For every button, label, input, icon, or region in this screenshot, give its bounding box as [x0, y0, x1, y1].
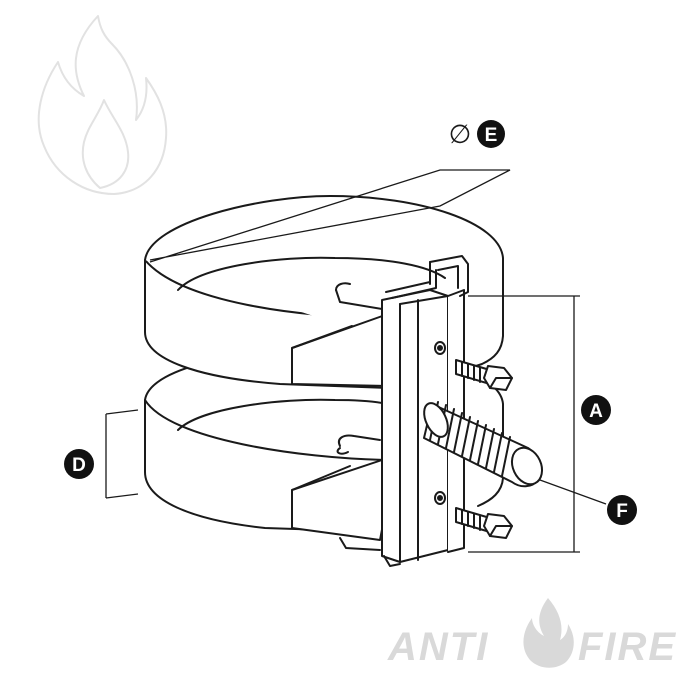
label-f-text: F [616, 501, 628, 522]
label-d-text: D [72, 455, 86, 476]
lower-bolt [455, 507, 513, 539]
brand-name-left: ANTI [387, 625, 489, 669]
label-e: ∅ E [449, 120, 505, 150]
dimension-e-leader [149, 169, 511, 263]
upper-bolt [455, 359, 513, 391]
dimension-d-line [105, 409, 139, 499]
label-d: D [64, 449, 94, 479]
brand-logo: ANTI FIRE [387, 598, 677, 669]
dimension-lines [105, 169, 607, 553]
threaded-stud [423, 401, 544, 488]
flame-watermark-icon [37, 15, 168, 195]
flame-logo-icon [523, 598, 574, 668]
label-a: A [581, 395, 611, 425]
label-e-text: E [485, 125, 498, 146]
clamp-drawing [144, 195, 544, 567]
dimension-a-line [468, 295, 580, 553]
diameter-symbol: ∅ [449, 120, 472, 150]
dimension-f-leader [539, 479, 607, 505]
label-a-text: A [589, 401, 603, 422]
brand-name-right: FIRE [578, 625, 677, 669]
label-f: F [607, 495, 637, 525]
